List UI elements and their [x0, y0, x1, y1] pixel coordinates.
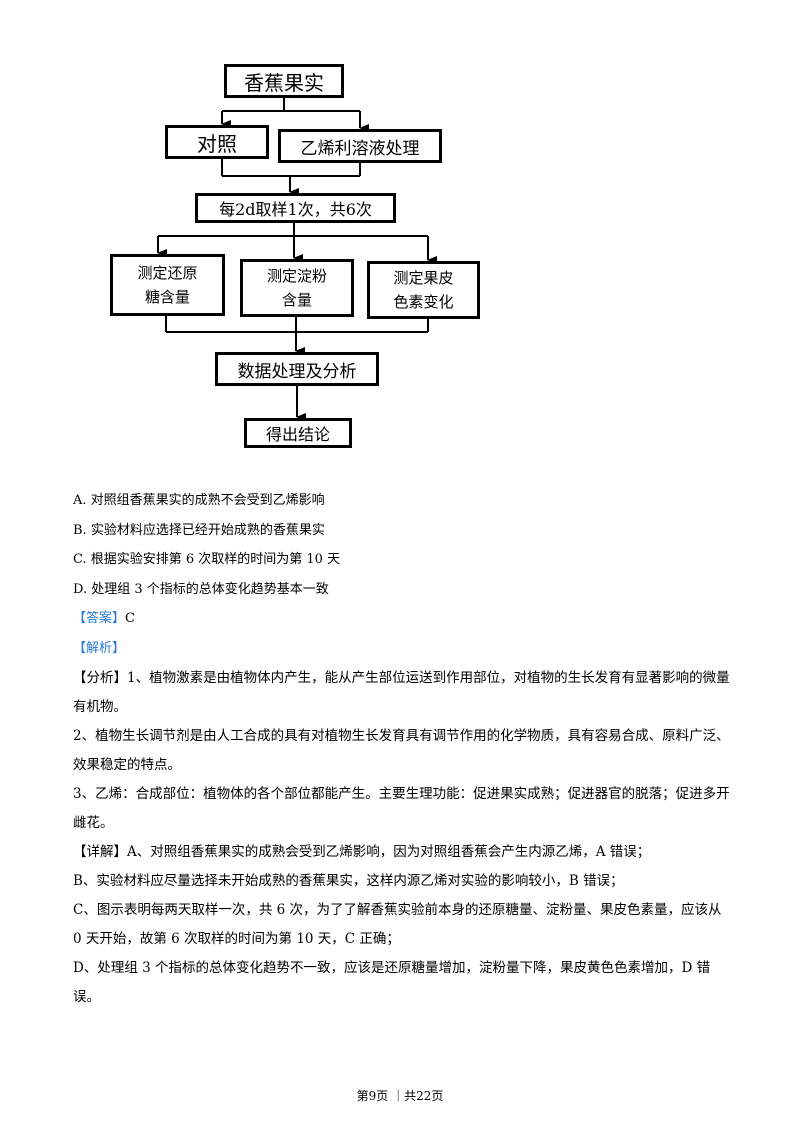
flow-box-banana-fruit: 香蕉果实	[224, 64, 344, 98]
flow-box-peel-pigment: 测定果皮 色素变化	[367, 261, 480, 319]
flow-label-control: 对照	[197, 131, 237, 156]
flow-label-banana-fruit: 香蕉果实	[244, 70, 324, 95]
option-b: B. 实验材料应选择已经开始成熟的香蕉果实	[73, 523, 325, 538]
analysis-paragraph-3: 3、乙烯：合成部位：植物体的各个部位都能产生。主要生理功能：促进果实成熟；促进器…	[73, 786, 730, 831]
flow-box-ethylene-treatment: 乙烯利溶液处理	[278, 129, 442, 163]
experiment-flowchart: 香蕉果实 对照 乙烯利溶液处理 每2d取样1次，共6次 测定还原 糖含量 测定淀…	[0, 0, 800, 470]
option-d: D. 处理组 3 个指标的总体变化趋势基本一致	[73, 582, 329, 597]
analysis-paragraph-1: 【分析】1、植物激素是由植物体内产生，能从产生部位运送到作用部位，对植物的生长发…	[73, 670, 730, 715]
flow-box-conclusion: 得出结论	[244, 418, 352, 448]
flow-label-sampling: 每2d取样1次，共6次	[219, 200, 372, 219]
flow-label-starch-line2: 含量	[281, 291, 312, 309]
flow-box-reducing-sugar: 测定还原 糖含量	[110, 254, 225, 316]
flow-label-peel-pigment-line2: 色素变化	[393, 293, 454, 311]
flow-label-conclusion: 得出结论	[265, 425, 330, 444]
flowchart-connectors	[157, 98, 437, 421]
answer-line: 【答案】C	[73, 610, 135, 628]
flow-box-sampling: 每2d取样1次，共6次	[195, 193, 396, 223]
detail-paragraph-b: B、实验材料应尽量选择未开始成熟的香蕉果实，这样内源乙烯对实验的影响较小，B 错…	[73, 873, 624, 889]
flow-box-control: 对照	[165, 125, 269, 159]
analysis-body: 【分析】1、植物激素是由植物体内产生，能从产生部位运送到作用部位，对植物的生长发…	[73, 664, 733, 1012]
option-c: C. 根据实验安排第 6 次取样的时间为第 10 天	[73, 552, 341, 567]
flow-label-peel-pigment-line1: 测定果皮	[393, 269, 454, 287]
flow-box-starch: 测定淀粉 含量	[240, 259, 354, 317]
detail-paragraph-c: C、图示表明每两天取样一次，共 6 次，为了了解香蕉实验前本身的还原糖量、淀粉量…	[73, 902, 722, 947]
detail-paragraph-d: D、处理组 3 个指标的总体变化趋势不一致，应该是还原糖量增加，淀粉量下降，果皮…	[73, 960, 711, 1005]
flow-label-data-analysis: 数据处理及分析	[237, 361, 357, 382]
answer-label: 【答案】	[73, 611, 126, 626]
flow-label-reducing-sugar-line2: 糖含量	[144, 288, 190, 306]
analysis-label-line: 【解析】	[73, 640, 125, 658]
analysis-label: 【解析】	[73, 641, 126, 656]
flow-label-reducing-sugar-line1: 测定还原	[137, 264, 198, 282]
option-a: A. 对照组香蕉果实的成熟不会受到乙烯影响	[73, 493, 325, 508]
answer-value: C	[125, 611, 135, 626]
flow-label-ethylene-treatment: 乙烯利溶液处理	[300, 138, 420, 159]
page-footer: 第9页 ｜共22页	[356, 1089, 444, 1103]
flow-box-data-analysis: 数据处理及分析	[215, 352, 379, 386]
flow-label-starch-line1: 测定淀粉	[266, 267, 327, 285]
detail-paragraph-a: 【详解】A、对照组香蕉果实的成熟会受到乙烯影响，因为对照组香蕉会产生内源乙烯，A…	[73, 844, 651, 860]
analysis-paragraph-2: 2、植物生长调节剂是由人工合成的具有对植物生长发育具有调节作用的化学物质，具有容…	[73, 728, 730, 773]
